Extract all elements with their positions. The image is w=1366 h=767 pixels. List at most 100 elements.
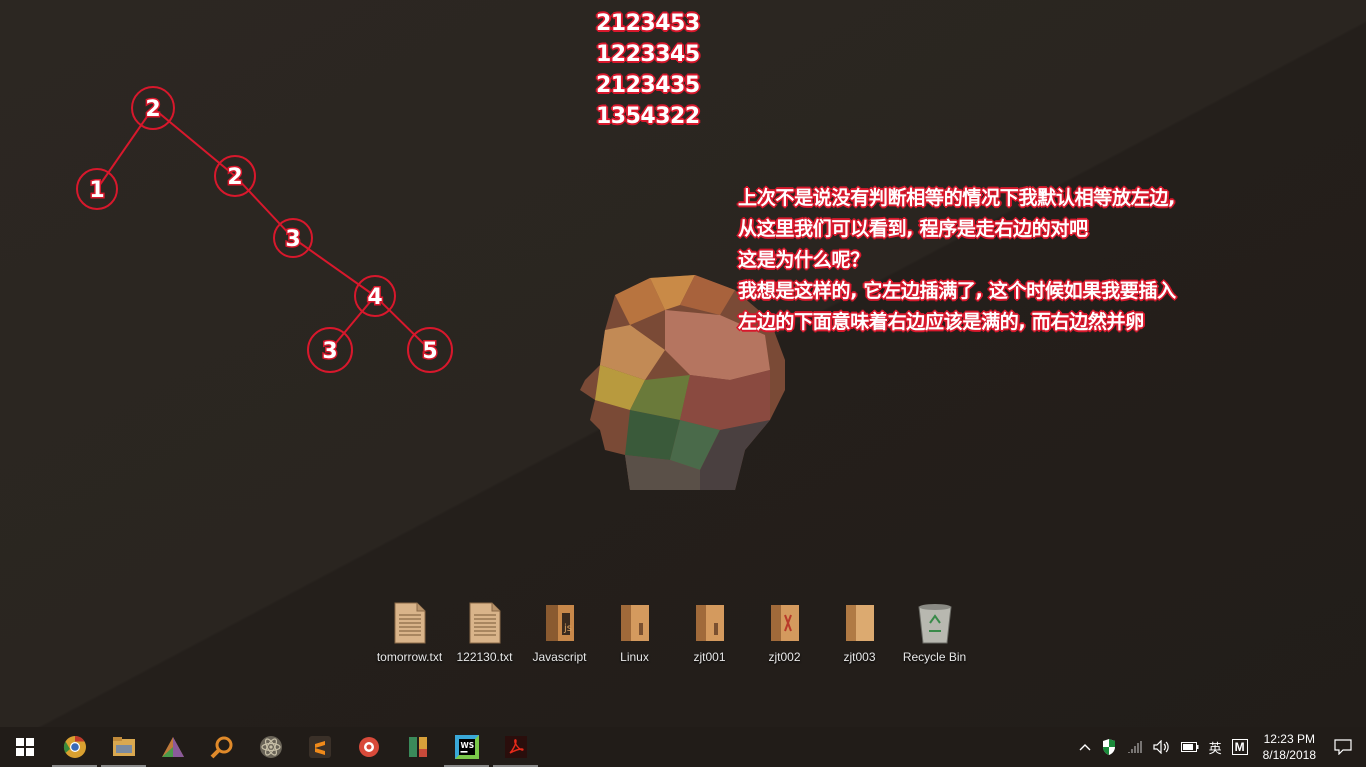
bookmark-app-icon: [408, 737, 427, 757]
tree-node: 1: [76, 168, 118, 210]
chrome-icon: [63, 736, 86, 758]
tree-node-circle: [76, 168, 118, 210]
tree-node: 3: [307, 327, 353, 373]
pdf-reader-icon: [504, 736, 527, 758]
taskbar-atom[interactable]: [246, 727, 295, 767]
desktop-icon-label: Recycle Bin: [902, 650, 967, 664]
desktop-icon-label: Javascript: [532, 650, 587, 664]
tree-node-circle: [273, 218, 313, 258]
tree-node-circle: [407, 327, 453, 373]
taskbar-file-explorer[interactable]: [99, 727, 148, 767]
overlay-number-list: 2123453 1223345 2123435 1354322: [596, 8, 700, 132]
desktop-icon-recycle-bin[interactable]: Recycle Bin: [897, 600, 972, 664]
taskbar-sublime-text[interactable]: [295, 727, 344, 767]
desktop-icon-label: zjt003: [843, 650, 876, 664]
clock-date: 8/18/2018: [1262, 748, 1316, 762]
windows-logo-icon: [16, 738, 34, 756]
overlay-number-line: 1223345: [596, 42, 700, 67]
ime-mode-label: M: [1231, 739, 1248, 755]
file-explorer-icon: [112, 737, 135, 756]
folder-icon: [763, 600, 807, 646]
chevron-up-icon: [1079, 744, 1091, 751]
desktop-icon-label: 122130.txt: [456, 650, 513, 664]
taskbar-clock[interactable]: 12:23 PM 8/18/2018: [1253, 731, 1326, 763]
ime-mode-button[interactable]: M: [1227, 727, 1253, 767]
recycle-bin-icon: [913, 600, 957, 646]
tree-edge: [234, 175, 294, 239]
tree-edge: [152, 107, 236, 177]
notification-icon: [1334, 739, 1352, 755]
note-line: 上次不是说没有判断相等的情况下我默认相等放左边,: [738, 187, 1176, 209]
tree-node-label: 2: [145, 97, 160, 122]
taskbar-pdf-reader[interactable]: [491, 727, 540, 767]
input-language-button[interactable]: 英: [1208, 740, 1222, 756]
tree-node-label: 1: [89, 178, 104, 203]
shield-icon: [1102, 739, 1115, 755]
search-magnifier-icon: [210, 736, 232, 759]
wifi-icon: [1127, 741, 1142, 753]
action-center-button[interactable]: [1326, 727, 1366, 767]
battery-tray-button[interactable]: [1176, 727, 1204, 767]
tree-edge: [374, 295, 431, 351]
tree-node-label: 3: [285, 227, 300, 252]
folder-icon: js: [538, 600, 582, 646]
webstorm-icon: WS: [454, 735, 479, 759]
show-hidden-icons-button[interactable]: [1074, 727, 1096, 767]
taskbar-bookmark-app[interactable]: [393, 727, 442, 767]
desktop-icon-label: zjt001: [693, 650, 726, 664]
taskbar-webstorm[interactable]: WS: [442, 727, 491, 767]
desktop-icon-label: Linux: [620, 650, 649, 664]
text-file-icon: [463, 600, 507, 646]
security-tray-button[interactable]: [1096, 727, 1122, 767]
volume-tray-button[interactable]: [1148, 727, 1176, 767]
tree-node-label: 3: [322, 339, 337, 364]
desktop-icon-javascript[interactable]: js Javascript: [522, 600, 597, 664]
desktop-icon-zjt003[interactable]: zjt003: [822, 600, 897, 664]
note-line: 我想是这样的, 它左边插满了, 这个时候如果我要插入: [738, 280, 1176, 302]
speaker-icon: [1152, 740, 1169, 754]
taskbar-screen-recorder[interactable]: [344, 727, 393, 767]
tree-edge: [96, 107, 154, 190]
tree-node: 4: [354, 275, 396, 317]
annotation-note: 上次不是说没有判断相等的情况下我默认相等放左边, 从这里我们可以看到, 程序是走…: [738, 183, 1298, 338]
folder-icon: [688, 600, 732, 646]
tree-edge: [329, 295, 376, 351]
tree-node-label: 2: [227, 165, 242, 190]
taskbar-chrome[interactable]: [50, 727, 99, 767]
tree-node: 2: [214, 155, 256, 197]
screen-recorder-icon: [358, 737, 379, 757]
desktop-icon-row: tomorrow.txt 122130.txt js Javascript Li…: [372, 600, 972, 664]
desktop-icon-linux[interactable]: Linux: [597, 600, 672, 664]
network-tray-button[interactable]: [1122, 727, 1148, 767]
overlay-number-line: 1354322: [596, 104, 700, 129]
desktop-icon-label: tomorrow.txt: [376, 650, 443, 664]
desktop-icon-zjt001[interactable]: zjt001: [672, 600, 747, 664]
battery-icon: [1180, 742, 1199, 752]
wallpaper-polygon-head: [580, 275, 785, 490]
taskbar-app-list: WS: [50, 727, 540, 767]
note-line: 从这里我们可以看到, 程序是走右边的对吧: [738, 218, 1088, 240]
clock-time: 12:23 PM: [1263, 732, 1315, 746]
tree-node-circle: [131, 86, 175, 130]
atom-icon: [259, 736, 282, 758]
overlay-number-line: 2123453: [596, 11, 700, 36]
text-file-icon: [388, 600, 432, 646]
tree-node-circle: [214, 155, 256, 197]
paint-icon: [161, 737, 184, 757]
taskbar-search-tool[interactable]: [197, 727, 246, 767]
note-line: 左边的下面意味着右边应该是满的, 而右边然并卵: [738, 311, 1144, 333]
tree-edge: [292, 237, 376, 297]
folder-icon: [838, 600, 882, 646]
note-line: 这是为什么呢？: [738, 249, 869, 271]
start-button[interactable]: [0, 727, 50, 767]
desktop-icon-tomorrow-txt[interactable]: tomorrow.txt: [372, 600, 447, 664]
tree-node-label: 4: [367, 285, 382, 310]
tree-node-circle: [354, 275, 396, 317]
system-tray: 英 M 12:23 PM 8/18/2018: [1074, 727, 1366, 767]
desktop-icon-zjt002[interactable]: zjt002: [747, 600, 822, 664]
desktop-icon-122130-txt[interactable]: 122130.txt: [447, 600, 522, 664]
folder-icon: [613, 600, 657, 646]
taskbar-paint[interactable]: [148, 727, 197, 767]
